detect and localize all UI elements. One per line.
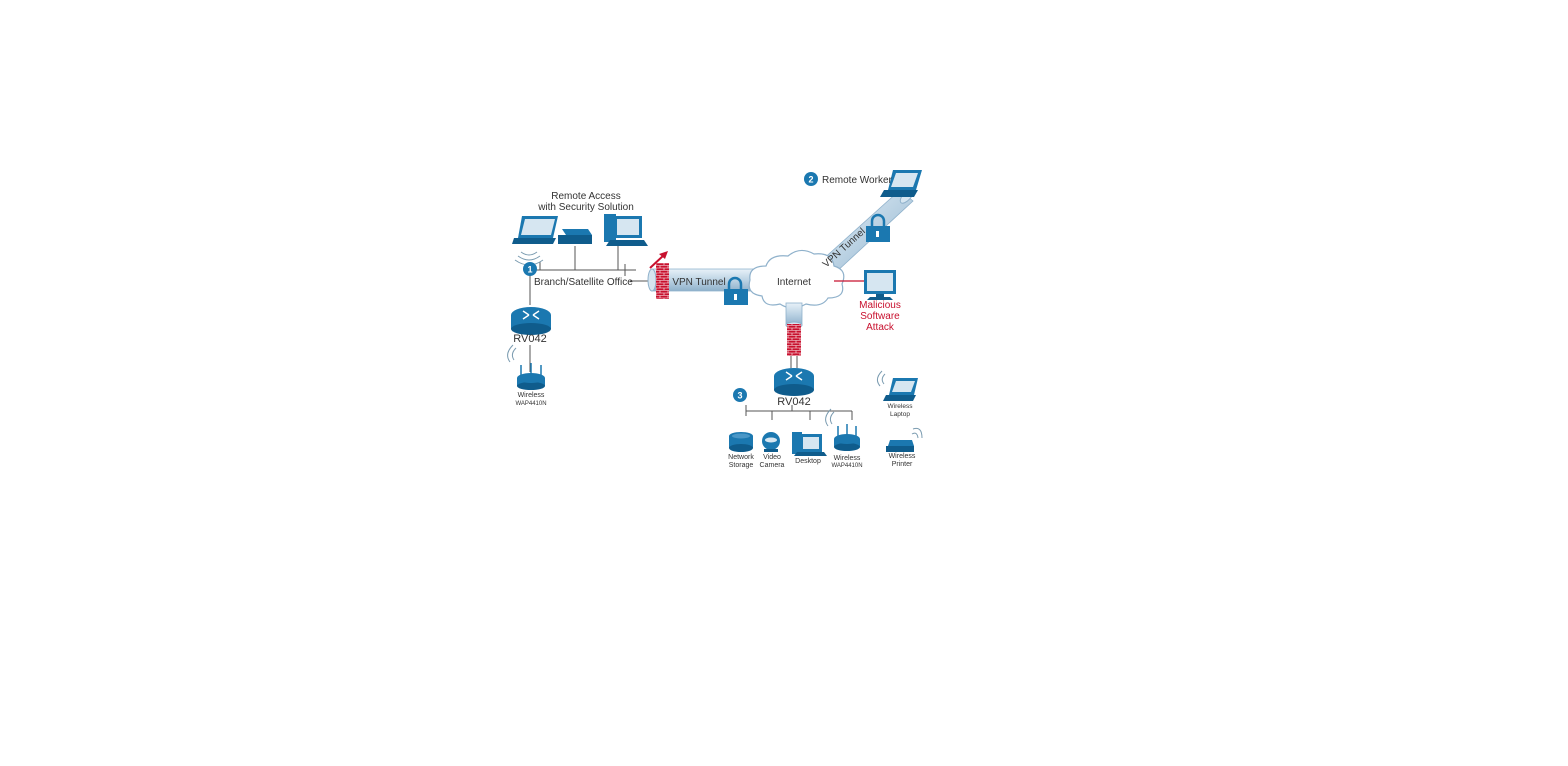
wireless-printer-icon	[886, 427, 923, 452]
lock-icon	[866, 213, 890, 242]
wireless-ap-icon	[825, 408, 860, 451]
firewall-icon	[787, 324, 801, 356]
video-camera-label-line2: Camera	[760, 462, 785, 469]
hq-lan	[745, 405, 853, 420]
wireless-main-model: WAP4410N	[831, 463, 862, 469]
remote-access-sublabel: with Security Solution	[537, 202, 634, 213]
internet-label: Internet	[777, 277, 811, 288]
branch-office-label: Branch/Satellite Office	[534, 277, 633, 288]
network-storage-label-line2: Storage	[729, 462, 754, 469]
wireless-main-label: Wireless	[834, 455, 861, 462]
wireless-laptop-label-line2: Laptop	[890, 411, 910, 418]
svg-text:2: 2	[808, 175, 813, 185]
badge-2: 2	[804, 172, 818, 186]
network-storage-icon	[729, 432, 753, 452]
badge-1: 1	[523, 262, 537, 276]
desktop-icon	[604, 214, 648, 246]
malicious-label: Malicious	[859, 300, 901, 311]
wireless-ap-icon	[507, 344, 545, 390]
monitor-icon	[864, 270, 896, 300]
thin-client-icon	[558, 229, 592, 244]
remote-worker-label: Remote Worker	[822, 175, 893, 186]
attack-arrow-icon	[649, 251, 668, 269]
firewall-icon	[656, 263, 669, 299]
badge-3: 3	[733, 388, 747, 402]
video-camera-icon	[762, 432, 780, 452]
branch-lan	[529, 246, 655, 372]
svg-text:1: 1	[527, 265, 532, 275]
malicious-label-line3: Attack	[866, 322, 895, 333]
wireless-printer-label-line2: Printer	[892, 461, 913, 468]
svg-text:3: 3	[737, 391, 742, 401]
vpn-tunnel-left-label: VPN Tunnel	[672, 277, 725, 288]
laptop-icon	[880, 170, 922, 197]
router-icon	[774, 368, 814, 396]
wireless-branch-label: Wireless	[518, 392, 545, 399]
lock-icon	[724, 276, 748, 305]
wireless-printer-label: Wireless	[889, 453, 916, 460]
network-storage-label: Network	[728, 454, 754, 461]
video-camera-label: Video	[763, 454, 781, 461]
wireless-laptop-icon	[876, 370, 918, 401]
wireless-laptop-label: Wireless	[888, 403, 914, 410]
wireless-branch-model: WAP4410N	[515, 401, 546, 407]
remote-access-label: Remote Access	[551, 191, 620, 202]
desktop-icon	[792, 432, 827, 456]
router-main-label: RV042	[777, 396, 810, 408]
router-icon	[511, 307, 551, 335]
malicious-label-line2: Software	[860, 311, 900, 322]
desktop-label: Desktop	[795, 458, 821, 465]
router-branch-label: RV042	[513, 333, 546, 345]
laptop-icon	[512, 216, 558, 244]
